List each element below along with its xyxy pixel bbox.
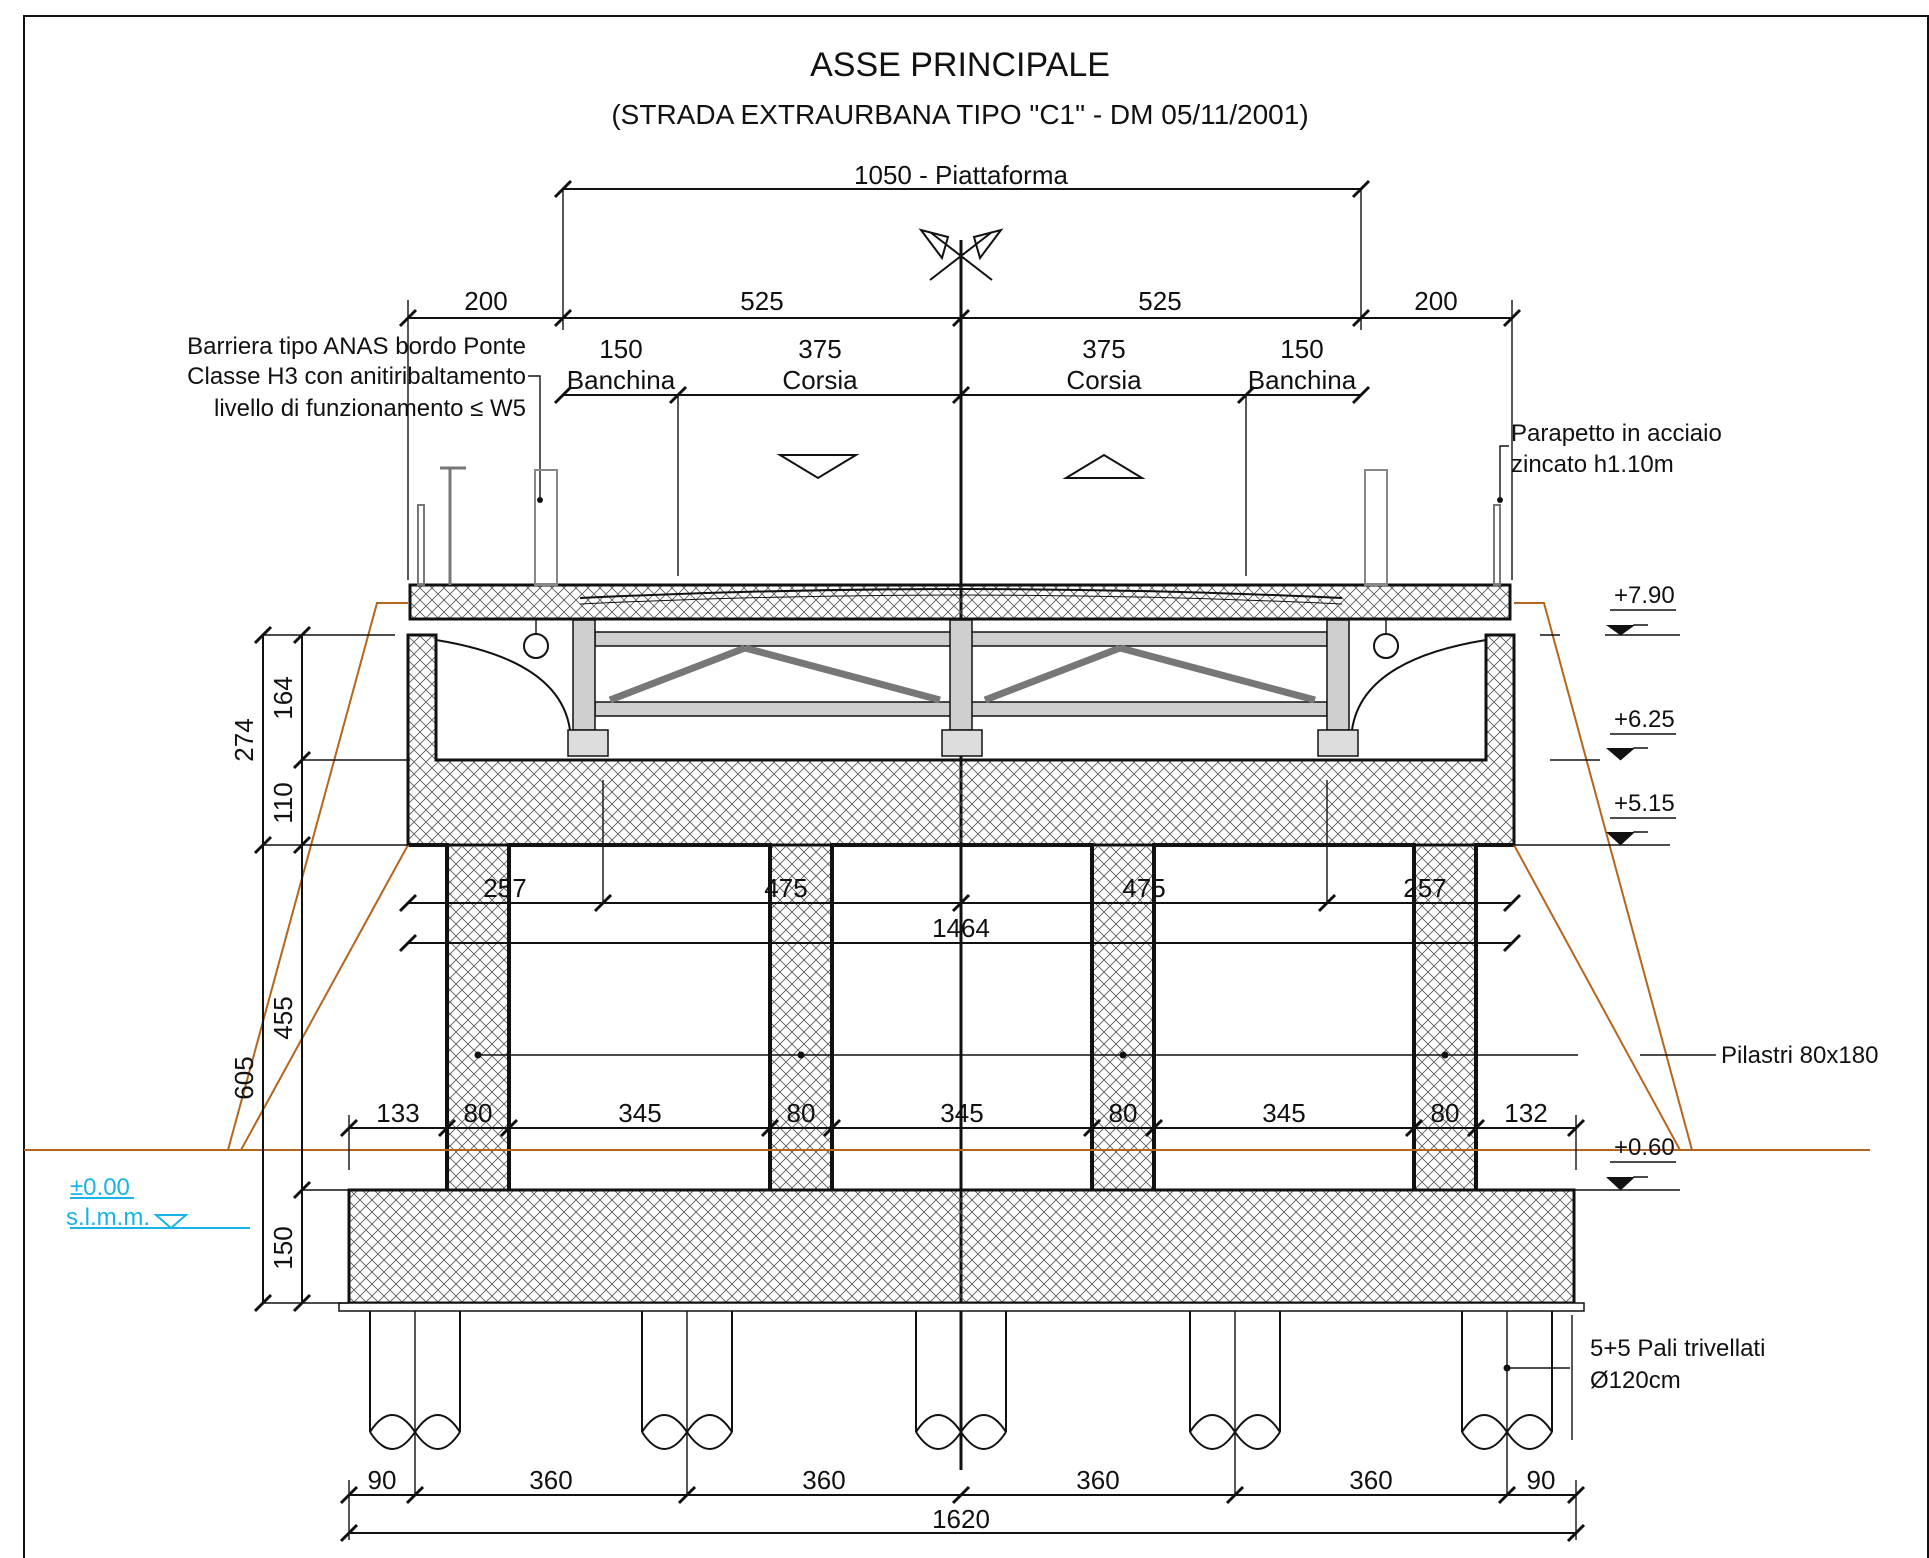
dim-shoulder-left: 150 <box>599 334 642 364</box>
cap-dimensions: 257 475 475 257 1464 <box>398 780 1522 953</box>
north-arrow-icon <box>918 228 1004 281</box>
dim-f-360-d: 360 <box>1349 1465 1392 1495</box>
dim-platform: 1050 - Piattaforma <box>854 160 1068 190</box>
traffic-direction-up-icon <box>1062 453 1146 479</box>
dim-lane-left: 375 <box>798 334 841 364</box>
dim-v-164: 164 <box>268 676 298 719</box>
level-515: +5.15 <box>1614 790 1675 817</box>
dim-f-90-right: 90 <box>1527 1465 1556 1495</box>
drawing-frame <box>23 15 1929 1558</box>
level-060: +0.60 <box>1614 1134 1675 1161</box>
deck <box>408 466 1512 659</box>
dim-f-360-b: 360 <box>802 1465 845 1495</box>
level-790: +7.90 <box>1614 582 1675 609</box>
dim-p-80-c: 80 <box>1109 1098 1138 1128</box>
sea-level-label: s.l.m.m. <box>66 1204 150 1231</box>
barrier-label-line1: Barriera tipo ANAS bordo Ponte <box>187 333 526 360</box>
dim-cap-257-left: 257 <box>483 873 526 903</box>
dim-f-360-c: 360 <box>1076 1465 1119 1495</box>
parapet-label-line2: zincato h1.10m <box>1511 451 1674 478</box>
dim-p-345-c: 345 <box>1262 1098 1305 1128</box>
label-shoulder-left: Banchina <box>567 365 676 395</box>
level-625: +6.25 <box>1614 706 1675 733</box>
dim-p-133: 133 <box>376 1098 419 1128</box>
sea-level-value: ±0.00 <box>70 1174 130 1201</box>
piles-callout: 5+5 Pali trivellati Ø120cm <box>1503 1315 1765 1440</box>
dim-f-360-a: 360 <box>529 1465 572 1495</box>
dim-p-345-a: 345 <box>618 1098 661 1128</box>
foundation-dimensions: 90 360 360 360 360 90 1620 <box>339 1311 1586 1543</box>
steel-girders <box>567 619 1359 757</box>
dim-p-80-d: 80 <box>1431 1098 1460 1128</box>
dim-cap-475-left: 475 <box>764 873 807 903</box>
dim-cap-257-right: 257 <box>1403 873 1446 903</box>
barrier-label-line2: Classe H3 con anitiribaltamento <box>187 363 526 390</box>
dim-v-110: 110 <box>268 782 298 823</box>
dim-half-right: 525 <box>1138 286 1181 316</box>
parapet-callout: Parapetto in acciaio zincato h1.10m <box>1497 420 1722 503</box>
dim-side-left: 200 <box>464 286 507 316</box>
ground-line <box>24 602 1870 1151</box>
dim-p-345-b: 345 <box>940 1098 983 1128</box>
piles-label-line2: Ø120cm <box>1590 1367 1681 1394</box>
piles <box>369 1311 1553 1450</box>
label-shoulder-right: Banchina <box>1248 365 1357 395</box>
traffic-direction-down-icon <box>776 454 860 480</box>
barrier-callout: Barriera tipo ANAS bordo Ponte Classe H3… <box>187 333 543 503</box>
level-marker-icon <box>1606 733 1676 761</box>
dim-cap-total: 1464 <box>932 913 990 943</box>
plinth-dimensions: 133 80 345 80 345 80 345 80 132 <box>339 1098 1586 1170</box>
pillar-outlines <box>409 843 1514 1190</box>
pillars-label: Pilastri 80x180 <box>1721 1042 1878 1069</box>
vertical-dimensions: 274 164 110 605 455 150 <box>229 625 410 1313</box>
dim-p-80-a: 80 <box>464 1098 493 1128</box>
dim-p-80-b: 80 <box>787 1098 816 1128</box>
dim-lane-right: 375 <box>1082 334 1125 364</box>
barrier-label-line3: livello di funzionamento ≤ W5 <box>214 395 526 422</box>
dim-v-455: 455 <box>268 996 298 1039</box>
dim-v-150: 150 <box>268 1226 298 1269</box>
piles-label-line1: 5+5 Pali trivellati <box>1590 1335 1765 1362</box>
dim-p-132: 132 <box>1504 1098 1547 1128</box>
drawing-title: ASSE PRINCIPALE <box>810 46 1110 84</box>
level-marker-icon <box>1606 817 1676 846</box>
dim-shoulder-right: 150 <box>1280 334 1323 364</box>
dim-half-left: 525 <box>740 286 783 316</box>
dim-cap-475-right: 475 <box>1122 873 1165 903</box>
dim-v-605: 605 <box>229 1056 259 1099</box>
dim-f-total: 1620 <box>932 1504 990 1534</box>
parapet-label-line1: Parapetto in acciaio <box>1511 420 1722 447</box>
label-lane-left: Corsia <box>782 365 858 395</box>
dim-side-right: 200 <box>1414 286 1457 316</box>
drawing-subtitle: (STRADA EXTRAURBANA TIPO "C1" - DM 05/11… <box>611 99 1308 130</box>
level-markers: +7.90 +6.25 +5.15 +0.60 <box>1514 582 1680 1191</box>
level-marker-icon <box>1606 609 1676 636</box>
dim-v-274: 274 <box>229 718 259 761</box>
pillars-callout: Pilastri 80x180 <box>474 1042 1878 1069</box>
dim-f-90-left: 90 <box>368 1465 397 1495</box>
level-marker-icon <box>1606 1161 1676 1191</box>
lean-concrete <box>338 1302 1585 1312</box>
label-lane-right: Corsia <box>1066 365 1142 395</box>
foundation-plinth <box>347 1188 1576 1305</box>
sea-level-marker: ±0.00 s.l.m.m. <box>66 1174 250 1231</box>
